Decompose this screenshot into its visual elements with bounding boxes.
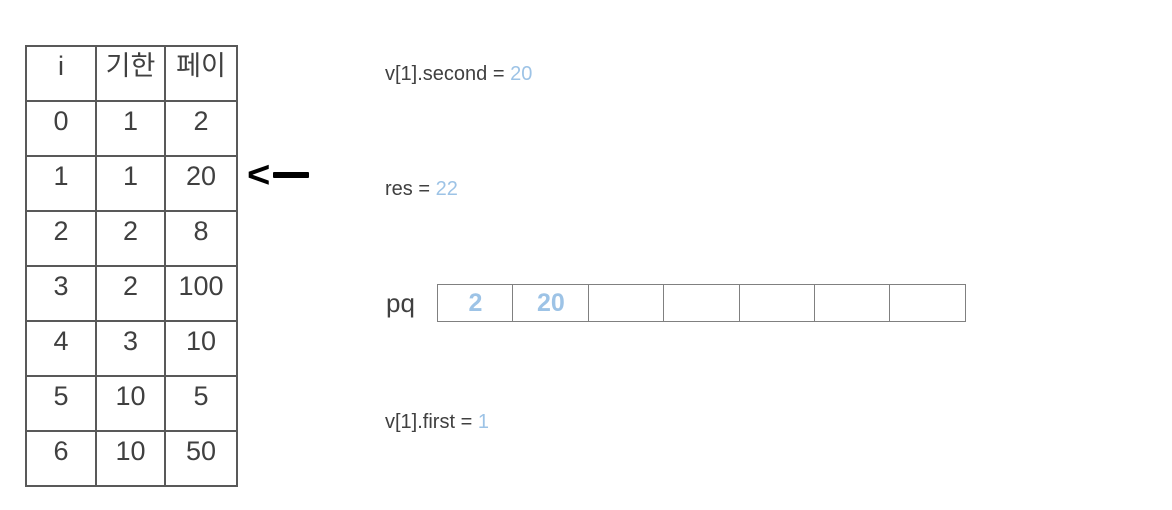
table-cell: 10 bbox=[95, 375, 166, 432]
row-pointer-arrow: < bbox=[247, 153, 310, 197]
table-cell: 2 bbox=[164, 100, 238, 157]
table-cell: 5 bbox=[25, 375, 97, 432]
table-cell: 8 bbox=[164, 210, 238, 267]
table-cell: 20 bbox=[164, 155, 238, 212]
table-header-row: i 기한 페이 bbox=[25, 45, 238, 102]
table-row: 2 2 8 bbox=[25, 210, 238, 267]
table-cell: 5 bbox=[164, 375, 238, 432]
table-cell: 100 bbox=[164, 265, 238, 322]
pq-cell bbox=[889, 284, 967, 322]
annotation-value: 1 bbox=[477, 411, 489, 433]
table-cell: 2 bbox=[95, 265, 166, 322]
table-cell: 3 bbox=[95, 320, 166, 377]
jobs-table: i 기한 페이 0 1 2 1 1 20 2 2 8 3 2 bbox=[25, 45, 238, 487]
annotation-v1-second: v[1].second = 20 bbox=[385, 60, 532, 88]
arrow-shaft-icon bbox=[273, 172, 310, 178]
table-cell: 50 bbox=[164, 430, 238, 487]
table-cell: 3 bbox=[25, 265, 97, 322]
col-header-deadline: 기한 bbox=[95, 45, 166, 102]
arrow-head-glyph: < bbox=[247, 154, 271, 196]
annotation-v1-first: v[1].first = 1 bbox=[385, 408, 489, 436]
annotation-value: 22 bbox=[435, 178, 458, 200]
pq-cell bbox=[814, 284, 892, 322]
pq-cell: 20 bbox=[512, 284, 590, 322]
col-header-pay: 페이 bbox=[164, 45, 238, 102]
annotation-res: res = 22 bbox=[385, 175, 458, 203]
table-cell: 10 bbox=[95, 430, 166, 487]
annotation-label: res = bbox=[385, 178, 436, 200]
table-row: 3 2 100 bbox=[25, 265, 238, 322]
annotation-value: 20 bbox=[510, 63, 533, 85]
table-cell: 0 bbox=[25, 100, 97, 157]
table-row: 0 1 2 bbox=[25, 100, 238, 157]
pq-cell bbox=[587, 284, 665, 322]
table-cell: 2 bbox=[95, 210, 166, 267]
table-cell: 4 bbox=[25, 320, 97, 377]
table-cell: 6 bbox=[25, 430, 97, 487]
annotation-label: v[1].first = bbox=[385, 411, 478, 433]
col-header-i: i bbox=[25, 45, 97, 102]
table-cell: 1 bbox=[95, 155, 166, 212]
annotation-label: v[1].second = bbox=[385, 63, 511, 85]
table-row: 6 10 50 bbox=[25, 430, 238, 487]
pq-cell: 2 bbox=[437, 284, 514, 322]
table-cell: 2 bbox=[25, 210, 97, 267]
table-cell: 1 bbox=[95, 100, 166, 157]
table-cell: 10 bbox=[164, 320, 238, 377]
pq-label: pq bbox=[386, 288, 415, 318]
pq-array: 2 20 bbox=[437, 284, 967, 322]
pq-cell bbox=[738, 284, 816, 322]
table-row: 4 3 10 bbox=[25, 320, 238, 377]
table-cell: 1 bbox=[25, 155, 97, 212]
table-row-pointed: 1 1 20 bbox=[25, 155, 238, 212]
pq-cell bbox=[663, 284, 741, 322]
table-row: 5 10 5 bbox=[25, 375, 238, 432]
